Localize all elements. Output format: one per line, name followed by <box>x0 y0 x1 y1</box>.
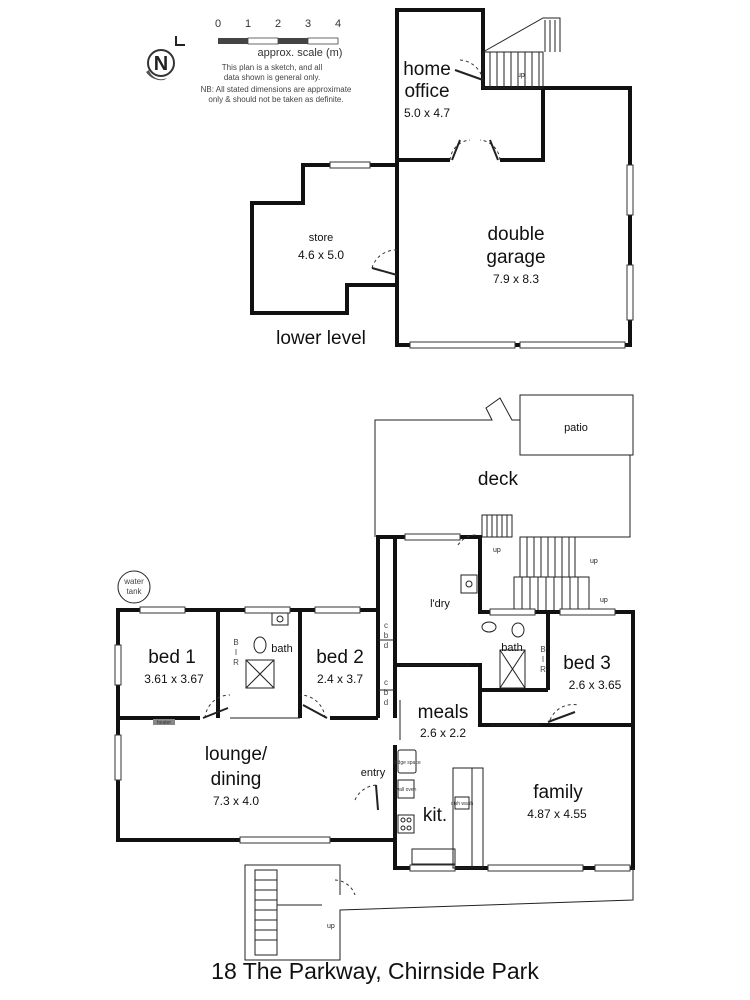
scale-tick: 3 <box>305 18 311 30</box>
room-dims: 3.61 x 3.67 <box>144 672 204 686</box>
room-dims: 7.3 x 4.0 <box>213 794 259 808</box>
bir-label: I <box>235 648 237 657</box>
scale-tick: 0 <box>215 18 221 30</box>
room-name: lounge/ <box>205 744 268 765</box>
bir-label: R <box>540 665 546 674</box>
scale-tick: 2 <box>275 18 281 30</box>
disclaimer: data shown is general only. <box>224 73 320 82</box>
scale-tick: 1 <box>245 18 251 30</box>
scale-tick: 4 <box>335 18 341 30</box>
room-dims: 4.6 x 5.0 <box>298 248 344 262</box>
room-name: bed 3 <box>563 653 611 674</box>
stair-up-label: up <box>517 72 525 79</box>
cbd-label: d <box>384 698 388 707</box>
disclaimer: This plan is a sketch, and all <box>222 63 323 72</box>
room-name: kit. <box>423 805 447 826</box>
lower-level-plan: up home office 5.0 x 4.7 store 4.6 x 5.0… <box>250 8 634 349</box>
room-name: deck <box>478 469 519 490</box>
room-dims: 7.9 x 8.3 <box>493 272 539 286</box>
stair-up-label: up <box>493 547 501 554</box>
room-dims: 2.6 x 2.2 <box>420 726 466 740</box>
deck-stairs <box>481 514 590 613</box>
room-name: office <box>404 81 449 102</box>
bir-label: B <box>233 638 238 647</box>
entry-stairs <box>244 864 634 961</box>
heater <box>153 719 175 725</box>
disclaimer: NB: All stated dimensions are approximat… <box>201 85 352 94</box>
room-name: entry <box>361 767 386 779</box>
cbd-label: d <box>384 641 388 650</box>
north-arrow: N <box>146 36 185 81</box>
water-tank-label: water <box>123 577 144 586</box>
stair-up-label: up <box>600 597 608 604</box>
room-name: meals <box>418 702 469 723</box>
cbd-label: b <box>384 631 389 640</box>
room-name: store <box>309 232 333 244</box>
room-name: patio <box>564 422 588 434</box>
stair <box>482 17 561 89</box>
room-name: bed 2 <box>316 647 364 668</box>
cbd-label: c <box>384 621 388 630</box>
heater-label: heater <box>157 720 172 726</box>
cbd-label: b <box>384 688 389 697</box>
oven-label: wall oven <box>396 787 417 793</box>
room-name: l'dry <box>430 598 450 610</box>
room-dims: 5.0 x 4.7 <box>404 106 450 120</box>
room-name: double <box>487 224 544 245</box>
fridge-label: fridge space <box>393 760 420 766</box>
room-name: bath <box>271 643 292 655</box>
bir-label: I <box>542 655 544 664</box>
room-name: garage <box>486 247 545 268</box>
water-tank <box>117 570 151 604</box>
room-dims: 2.6 x 3.65 <box>569 678 622 692</box>
bir-label: B <box>540 645 545 654</box>
room-name: home <box>403 59 451 80</box>
dishwasher-label: dish wash <box>451 801 473 807</box>
room-name: family <box>533 782 583 803</box>
scale-bar: 0 1 2 3 4 approx. scale (m) <box>215 18 343 59</box>
room-name: bed 1 <box>148 647 196 668</box>
room-name: bath <box>501 642 522 654</box>
cbd-label: c <box>384 678 388 687</box>
north-letter: N <box>154 53 168 75</box>
stair-up-label: up <box>590 558 598 565</box>
bir-label: R <box>233 658 239 667</box>
room-name: dining <box>211 769 262 790</box>
disclaimer: only & should not be taken as definite. <box>208 95 343 104</box>
level-label: lower level <box>276 328 366 349</box>
water-tank-label: tank <box>126 587 142 596</box>
room-dims: 2.4 x 3.7 <box>317 672 363 686</box>
scale-label: approx. scale (m) <box>258 47 343 59</box>
stair-up-label: up <box>327 923 335 930</box>
upper-level-plan: up up up <box>114 394 635 961</box>
property-address-title: 18 The Parkway, Chirnside Park <box>211 958 539 984</box>
room-dims: 4.87 x 4.55 <box>527 807 587 821</box>
